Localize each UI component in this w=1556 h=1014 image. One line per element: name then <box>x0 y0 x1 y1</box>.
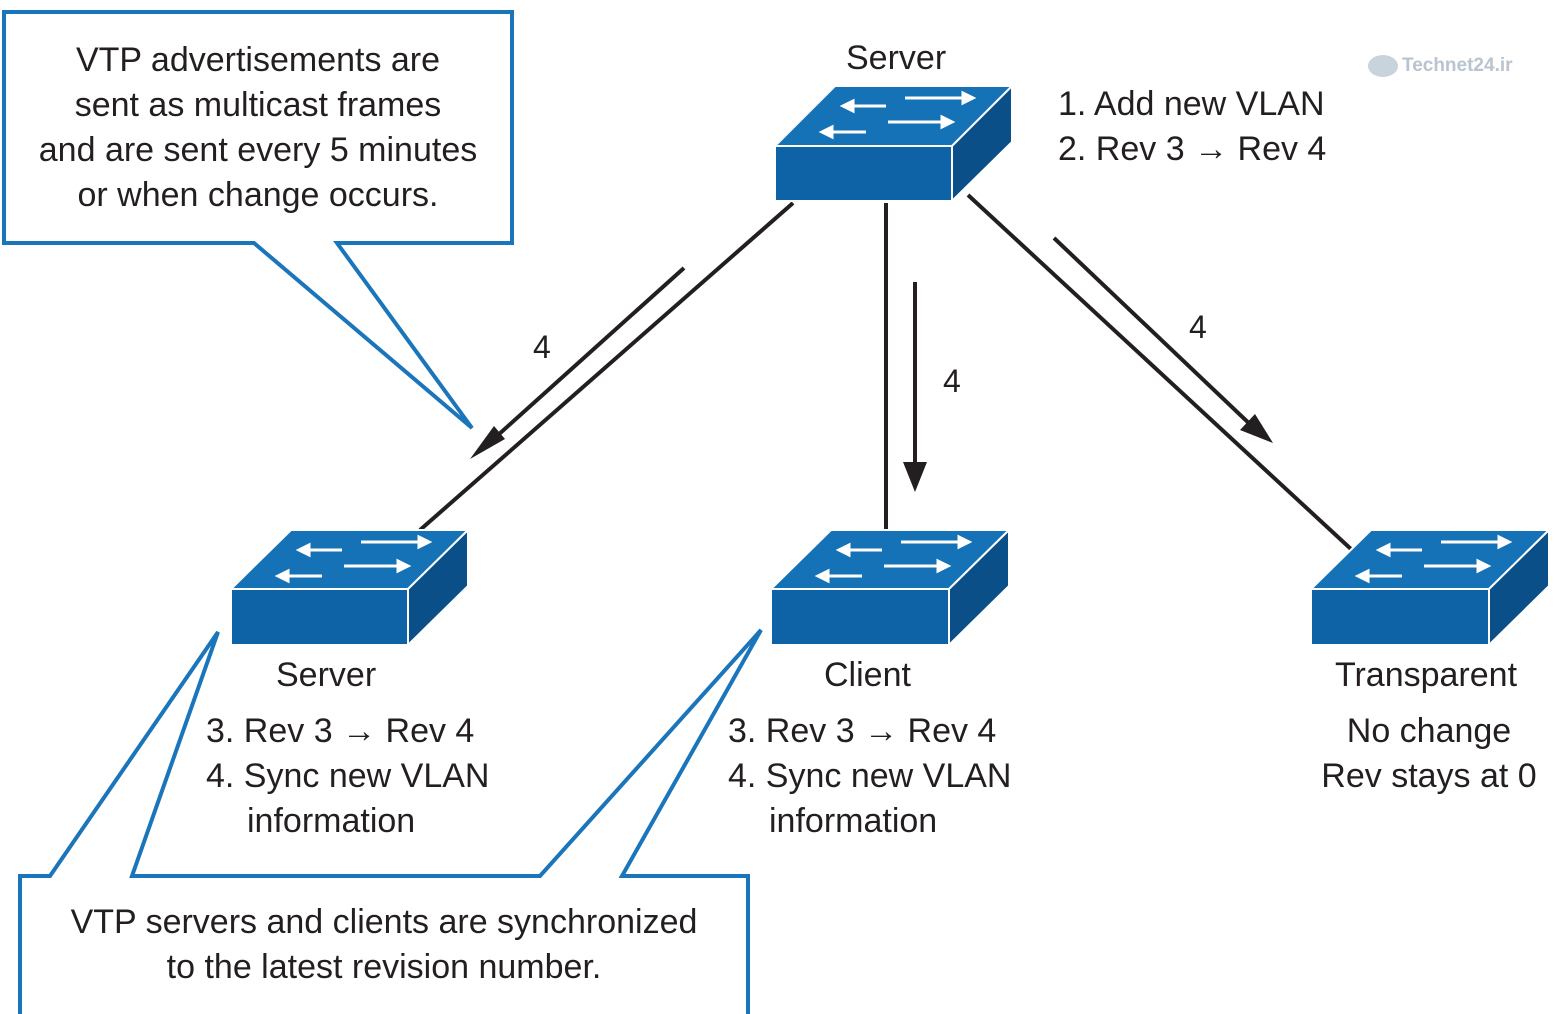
step-line: information <box>769 802 938 840</box>
step-line: 2. Rev 3 → Rev 4 <box>1058 130 1327 168</box>
cloud-icon <box>1368 55 1398 77</box>
link-label-transparent: 4 <box>1189 309 1207 345</box>
switch-icon-transparent <box>1308 527 1552 648</box>
step-line: information <box>247 802 416 840</box>
callout-advertisements-box <box>2 10 514 430</box>
step-line: No change <box>1346 712 1512 750</box>
switch-icon-client <box>768 527 1012 648</box>
top-server-steps: 1. Add new VLAN 2. Rev 3 → Rev 4 <box>1058 82 1326 172</box>
bottom-server-steps: 3. Rev 3 → Rev 4 4. Sync new VLAN inform… <box>206 709 489 844</box>
callout-advertisements-line: or when change occurs. <box>77 176 439 214</box>
switch-icon-top-server <box>772 83 1015 204</box>
callout-synchronized: VTP servers and clients are synchronized… <box>24 900 744 990</box>
callout-synchronized-line: VTP servers and clients are synchronized <box>70 903 698 941</box>
step-line: 4. Sync new VLAN <box>206 757 490 795</box>
advert-arrow-client <box>903 282 927 492</box>
callout-advertisements-line: sent as multicast frames <box>74 86 442 124</box>
advert-arrow-server <box>470 266 686 459</box>
switch-name-transparent: Transparent <box>1334 656 1518 694</box>
callout-advertisements-line: VTP advertisements are <box>75 41 441 79</box>
switch-name-top-server: Server <box>846 39 947 77</box>
step-line: 3. Rev 3 → Rev 4 <box>206 712 475 750</box>
callout-synchronized-line: to the latest revision number. <box>166 948 602 986</box>
step-line: Rev stays at 0 <box>1321 757 1537 795</box>
watermark-logo: Technet24.ir <box>1368 55 1513 77</box>
transparent-steps: No change Rev stays at 0 <box>1306 709 1552 799</box>
watermark-text: Technet24.ir <box>1402 55 1513 77</box>
link-line-server <box>418 201 795 532</box>
advert-arrow-transparent <box>1052 236 1273 443</box>
step-line: 3. Rev 3 → Rev 4 <box>728 712 997 750</box>
link-line-transparent <box>966 193 1354 552</box>
switch-name-bottom-server: Server <box>276 656 377 694</box>
client-steps: 3. Rev 3 → Rev 4 4. Sync new VLAN inform… <box>728 709 1011 844</box>
link-label-client: 4 <box>943 363 961 399</box>
link-label-server: 4 <box>533 329 551 365</box>
callout-advertisements-line: and are sent every 5 minutes <box>38 131 478 169</box>
callout-synchronized-box <box>18 628 763 1014</box>
switch-icon-bottom-server <box>228 527 471 648</box>
switch-name-client: Client <box>824 656 911 694</box>
step-line: 4. Sync new VLAN <box>728 757 1012 795</box>
step-line: 1. Add new VLAN <box>1058 85 1325 123</box>
callout-advertisements: VTP advertisements are sent as multicast… <box>8 38 508 218</box>
